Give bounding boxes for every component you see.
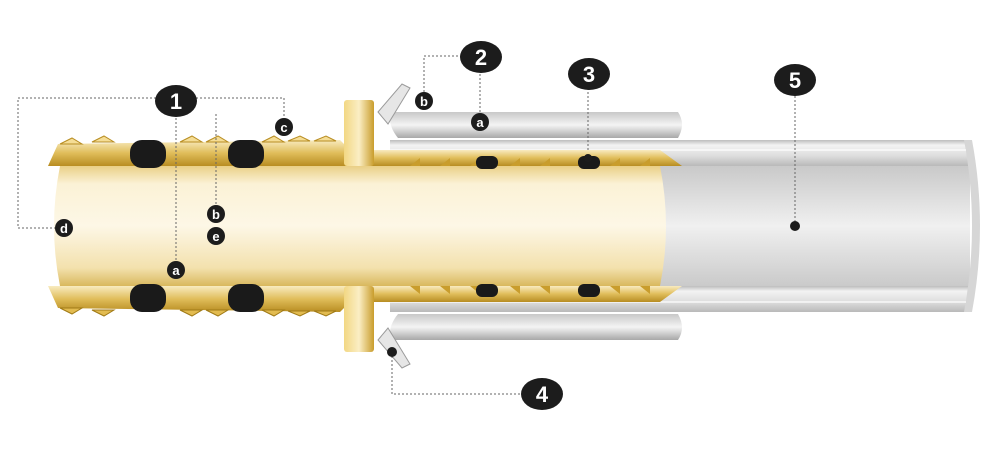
fitting-bore (54, 166, 666, 286)
callout-1c: c (275, 118, 293, 136)
o-ring-3-bottom (476, 284, 498, 297)
svg-text:c: c (280, 120, 287, 135)
callout-2-label: 2 (475, 45, 487, 70)
svg-text:a: a (476, 115, 484, 130)
barbed-spigot-bottom (48, 286, 348, 312)
leader-lines (17, 55, 796, 395)
o-rings-insert (476, 156, 600, 297)
pipe-end (964, 140, 980, 312)
callout-5: 5 (774, 64, 816, 96)
collar-bottom (344, 286, 374, 352)
sleeve-bottom (389, 314, 682, 340)
sleeve-top (389, 112, 682, 138)
svg-text:b: b (212, 207, 220, 222)
callout-1: 1 (155, 85, 197, 117)
callout-3-label: 3 (583, 62, 595, 87)
callout-2: 2 (460, 41, 502, 73)
callout-4-label: 4 (536, 382, 549, 407)
o-ring-4-bottom (578, 284, 600, 297)
callout-3: 3 (568, 58, 610, 90)
stop-ring-top (377, 83, 411, 125)
marker-dots (387, 154, 800, 357)
barbed-spigot-top (48, 140, 348, 166)
callout-2b: b (415, 92, 433, 110)
o-ring-4-top (578, 156, 600, 169)
marker-dot-5 (790, 221, 800, 231)
marker-dot-3 (584, 154, 592, 162)
brass-fitting-body (48, 100, 682, 352)
o-ring-1-top (130, 140, 166, 168)
collar-top (344, 100, 374, 166)
callout-5-label: 5 (789, 68, 801, 93)
o-ring-1-bottom (130, 284, 166, 312)
callout-1b: b (207, 205, 225, 223)
callout-1d: d (55, 219, 73, 237)
insert-bottom (360, 286, 682, 302)
press-sleeve (389, 112, 682, 340)
marker-dot-4 (387, 347, 397, 357)
svg-text:b: b (420, 94, 428, 109)
callout-4: 4 (521, 378, 563, 410)
pipe-bore (640, 166, 970, 286)
callout-1e: e (207, 227, 225, 245)
callout-2a: a (471, 113, 489, 131)
callout-1a: a (167, 261, 185, 279)
barb-teeth-bottom (59, 307, 337, 317)
callout-1-label: 1 (170, 89, 182, 114)
o-rings-left (130, 140, 264, 312)
insert-top (360, 150, 682, 166)
o-ring-3-top (476, 156, 498, 169)
o-ring-2-bottom (228, 284, 264, 312)
barb-teeth-top (59, 135, 337, 145)
svg-text:a: a (172, 263, 180, 278)
o-ring-2-top (228, 140, 264, 168)
svg-text:e: e (212, 229, 219, 244)
svg-text:d: d (60, 221, 68, 236)
